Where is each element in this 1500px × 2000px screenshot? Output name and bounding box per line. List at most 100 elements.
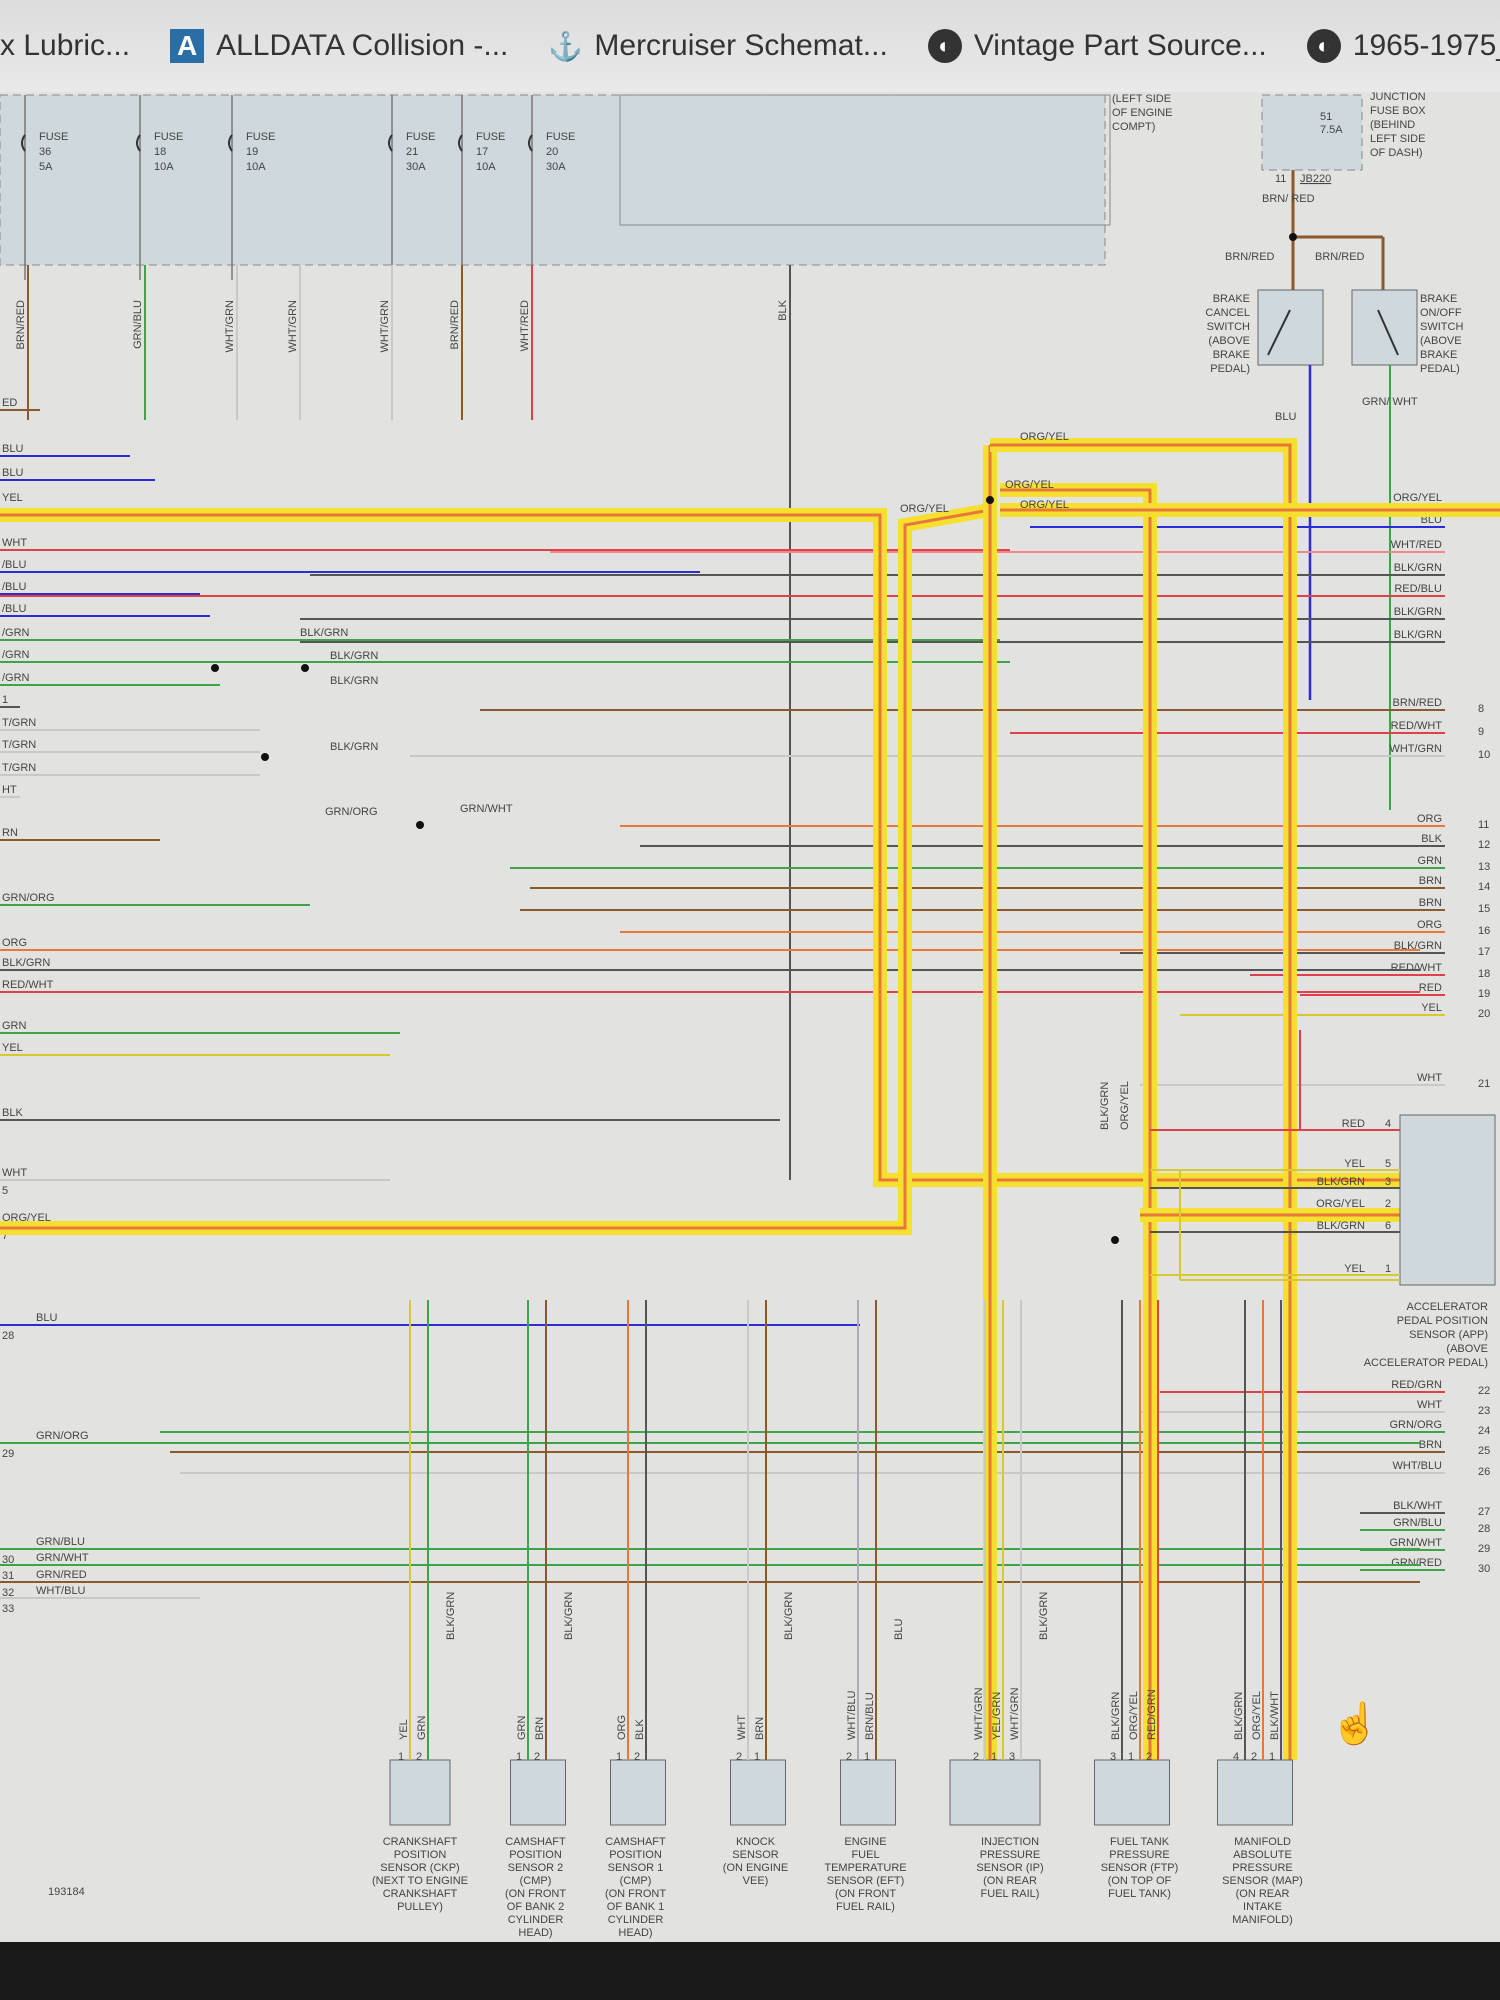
right-wire-label: BRN — [1419, 897, 1442, 909]
fuse-rating: 10A — [154, 161, 174, 173]
fuse-number: 20 — [546, 146, 558, 158]
fuse-icon — [388, 134, 393, 152]
right-wire-label: WHT/RED — [1391, 539, 1442, 551]
left-wire-label: BLK — [2, 1107, 23, 1119]
right-wire-label: ORG/YEL — [1393, 492, 1442, 504]
sensor-label: PULLEY) — [397, 1901, 443, 1913]
left-wire-label: YEL — [2, 1042, 23, 1054]
sensor-pin-number: 1 — [516, 1751, 522, 1763]
left-wire-label: RED/WHT — [2, 979, 54, 991]
sensor-wire-label: BLK — [634, 1719, 646, 1740]
sensor-pin-number: 1 — [398, 1751, 404, 1763]
alldata-icon: A — [170, 29, 205, 63]
left-wire-label: T/GRN — [2, 762, 36, 774]
left-wire-label: HT — [2, 784, 17, 796]
sensor-wire-label: ORG/YEL — [1251, 1691, 1263, 1740]
sensor-label: POSITION — [509, 1849, 562, 1861]
sensor-label: CRANKSHAFT — [383, 1836, 458, 1848]
wire-number: 8 — [1478, 703, 1484, 715]
fuse-icon — [228, 134, 233, 152]
sensor-body — [840, 1759, 896, 1826]
sensor-wire-label: YEL — [398, 1719, 410, 1740]
anchor-icon: ⚓ — [547, 30, 583, 62]
right-wire-label: YEL — [1421, 1002, 1442, 1014]
sensor-label: SENSOR — [732, 1849, 779, 1861]
fuse-rating: 5A — [39, 161, 53, 173]
sensor-label: VEE) — [743, 1875, 769, 1887]
sensor-wire-label: ORG — [616, 1715, 628, 1740]
sensor-pin-number: 4 — [1233, 1751, 1239, 1763]
sensor-label: MANIFOLD) — [1232, 1914, 1293, 1926]
app-pin-number: 1 — [1385, 1263, 1391, 1275]
sensor-label: CRANKSHAFT — [383, 1888, 458, 1900]
sensor-label: FUEL RAIL) — [981, 1888, 1040, 1900]
wire-number: 29 — [2, 1448, 14, 1460]
right-wire-label: GRN/ORG — [1389, 1419, 1442, 1431]
right-wire-label: GRN/RED — [1391, 1557, 1442, 1569]
sensor-label: HEAD) — [518, 1927, 552, 1939]
fuse-label: FUSE — [154, 131, 183, 143]
sensor-top-wire-label: BLK/GRN — [445, 1592, 457, 1640]
right-wire-label: BLK/GRN — [1394, 629, 1442, 641]
fuse-label: FUSE — [476, 131, 505, 143]
connector-label: JB220 — [1300, 173, 1331, 185]
sensor-pin-number: 1 — [1269, 1751, 1275, 1763]
right-wire-label: WHT/GRN — [1389, 743, 1442, 755]
left-wire-label: GRN/ORG — [36, 1430, 89, 1442]
wire-number: 28 — [2, 1330, 14, 1342]
right-wire-label: WHT — [1417, 1072, 1442, 1084]
left-wire-label: ORG — [2, 937, 27, 949]
app-pin-number: 3 — [1385, 1176, 1391, 1188]
wire-number: 26 — [1478, 1466, 1490, 1478]
sensor-pin-number: 2 — [973, 1751, 979, 1763]
wire-number: 19 — [1478, 988, 1490, 1000]
switch-contact — [1267, 309, 1291, 356]
middle-wire-label: ORG/YEL — [1119, 1081, 1131, 1130]
bookmark-ford[interactable]: ◐1965-1975_Ford — [1306, 29, 1500, 63]
wire-number: 27 — [1478, 1506, 1490, 1518]
right-wire-label: BRN — [1419, 875, 1442, 887]
sensor-label: MANIFOLD — [1234, 1836, 1291, 1848]
sensor-body — [389, 1759, 451, 1826]
right-wire-label: RED — [1419, 982, 1442, 994]
wire-number: 29 — [1478, 1543, 1490, 1555]
vertical-wire-label: BRN/RED — [15, 300, 27, 350]
highlighted-wire-orgyel — [0, 508, 1400, 1187]
brake-cancel-label: BRAKE — [1213, 293, 1250, 305]
left-wire-label: T/GRN — [2, 717, 36, 729]
splice-dot — [301, 664, 309, 672]
left-wire-label: ED — [2, 397, 17, 409]
junction-box-label: FUSE BOX — [1370, 105, 1426, 117]
sensor-top-wire-label: BLK/GRN — [1038, 1592, 1050, 1640]
sensor-body — [1094, 1759, 1170, 1826]
bookmark-lubric[interactable]: x Lubric... — [0, 29, 130, 63]
sensor-label: (ON REAR — [1236, 1888, 1290, 1900]
bookmark-vintage-part[interactable]: ◐Vintage Part Source... — [927, 29, 1267, 63]
right-wire-label: RED/WHT — [1391, 720, 1443, 732]
sensor-body — [1217, 1759, 1293, 1826]
app-pin-number: 5 — [1385, 1158, 1391, 1170]
wire-number: 17 — [1478, 946, 1490, 958]
sensor-wire-label: BLK/WHT — [1269, 1691, 1281, 1740]
middle-wire-label: GRN/ORG — [325, 806, 378, 818]
bookmark-mercruiser[interactable]: ⚓Mercruiser Schemat... — [547, 29, 888, 63]
brake-onoff-label: PEDAL) — [1420, 363, 1460, 375]
left-wire-label: BLU — [36, 1312, 57, 1324]
sensor-pin-number: 2 — [1251, 1751, 1257, 1763]
left-wire-label: WHT — [2, 1167, 27, 1179]
brake-cancel-label: SWITCH — [1207, 321, 1250, 333]
sensor-label: ENGINE — [844, 1836, 886, 1848]
sensor-wire-label: BLK/GRN — [1110, 1692, 1122, 1740]
sensor-label: POSITION — [609, 1849, 662, 1861]
left-wire-label: GRN/RED — [36, 1569, 87, 1581]
fuse-number: 18 — [154, 146, 166, 158]
sensor-label: (NEXT TO ENGINE — [372, 1875, 468, 1887]
highlighted-wire-core — [990, 443, 1292, 1760]
middle-wire-label: GRN/WHT — [460, 803, 513, 815]
app-sensor-label: ACCELERATOR PEDAL) — [1364, 1357, 1488, 1369]
sensor-pin-number: 2 — [416, 1751, 422, 1763]
left-wire-label: BLU — [2, 443, 23, 455]
brake-cancel-label: CANCEL — [1205, 307, 1250, 319]
